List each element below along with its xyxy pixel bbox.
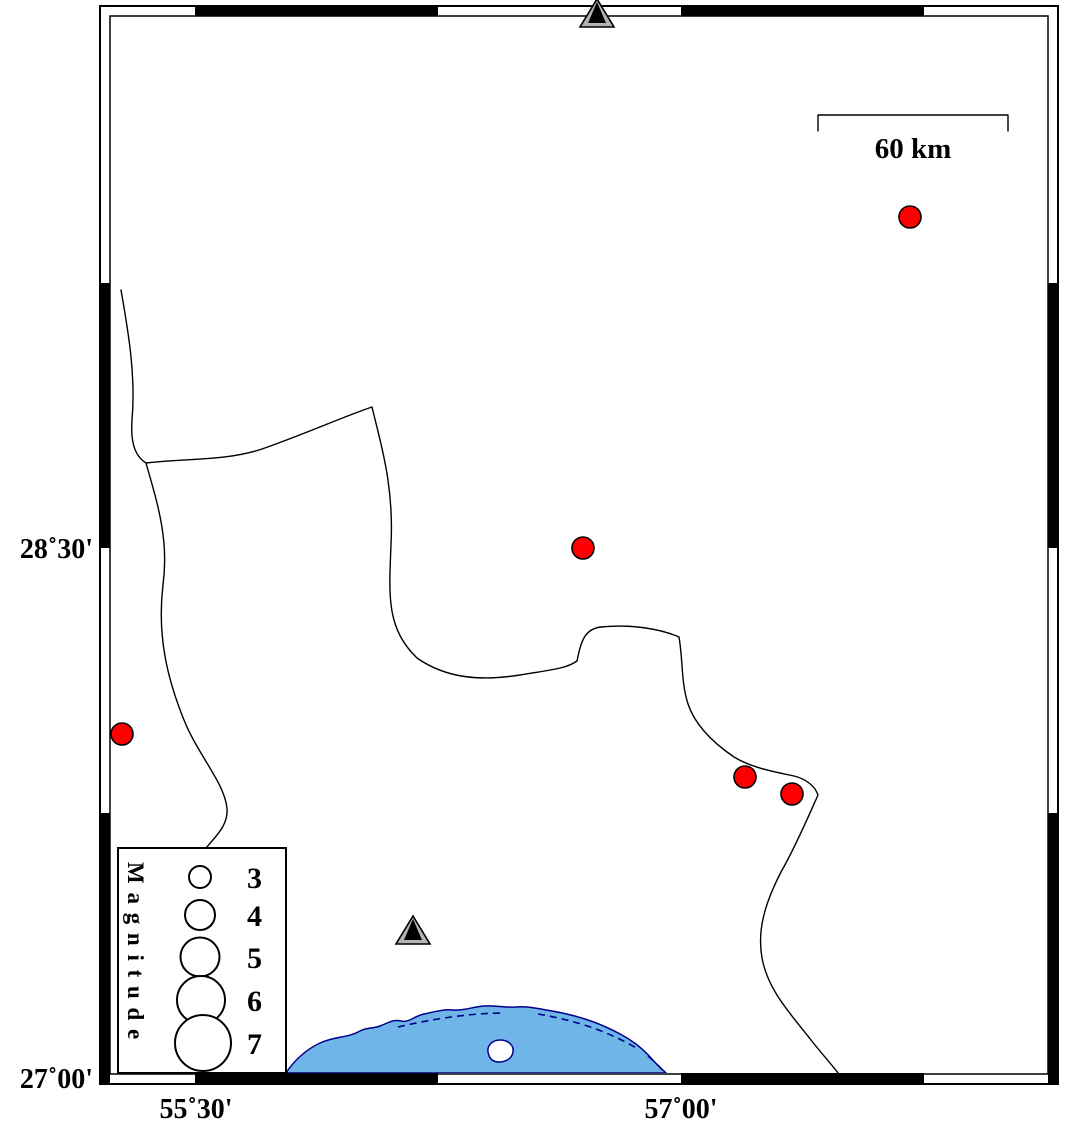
legend-title: Magnitude (123, 862, 148, 1048)
epicenter-marker (571, 536, 595, 560)
coast-dashed-line (647, 1055, 666, 1075)
lat-label-upper: 28˚30' (20, 534, 93, 565)
frame-tick-segment (1048, 813, 1058, 1084)
map-frame (99, 5, 1059, 1085)
station-inner-triangle (588, 2, 606, 23)
lon-label-right: 57˚00' (644, 1094, 717, 1125)
magnitude-circle-3 (188, 865, 212, 889)
station-layer (394, 0, 616, 945)
station-inner-triangle (404, 919, 422, 940)
magnitude-label-7: 7 (247, 1028, 262, 1061)
magnitude-circle-5 (179, 936, 221, 978)
frame-strip-top (100, 6, 1058, 16)
map-frame-outer (99, 5, 1059, 1085)
magnitude-circle-4 (184, 899, 216, 931)
epicenter-layer (110, 205, 922, 806)
lat-label-lower: 27˚00' (20, 1064, 93, 1095)
station-marker (578, 0, 616, 28)
scale-bar-label: 60 km (875, 133, 952, 165)
frame-tick-segment (100, 283, 110, 548)
lon-label-left: 55˚30' (159, 1094, 232, 1125)
scale-bar-line (817, 114, 1009, 132)
magnitude-label-3: 3 (247, 862, 262, 895)
water-body (284, 1005, 668, 1074)
epicenter-marker (780, 782, 804, 806)
main-boundary-line (145, 406, 846, 1084)
coast-dashed-line (537, 1013, 639, 1050)
frame-tick-segment (681, 6, 924, 16)
magnitude-label-5: 5 (247, 942, 262, 975)
frame-tick-segment (195, 1073, 438, 1084)
frame-tick-segment (681, 1073, 924, 1084)
map-frame-inner (109, 15, 1049, 1075)
frame-tick-segment (195, 6, 438, 16)
frame-strip-bottom (100, 1073, 1058, 1084)
magnitude-label-4: 4 (247, 900, 262, 933)
island (487, 1039, 514, 1063)
scale-bar: 60 km (817, 114, 1009, 165)
coast-dashed-line (397, 1012, 506, 1028)
magnitude-label-6: 6 (247, 985, 262, 1018)
frame-tick-segment (100, 813, 110, 1084)
epicenter-marker (733, 765, 757, 789)
frame-tick-segment (1048, 283, 1058, 548)
epicenter-marker (898, 205, 922, 229)
magnitude-circle-7 (174, 1014, 232, 1072)
station-marker (394, 914, 432, 945)
magnitude-legend: Magnitude 3 4 5 6 7 (117, 847, 287, 1074)
epicenter-marker (110, 722, 134, 746)
